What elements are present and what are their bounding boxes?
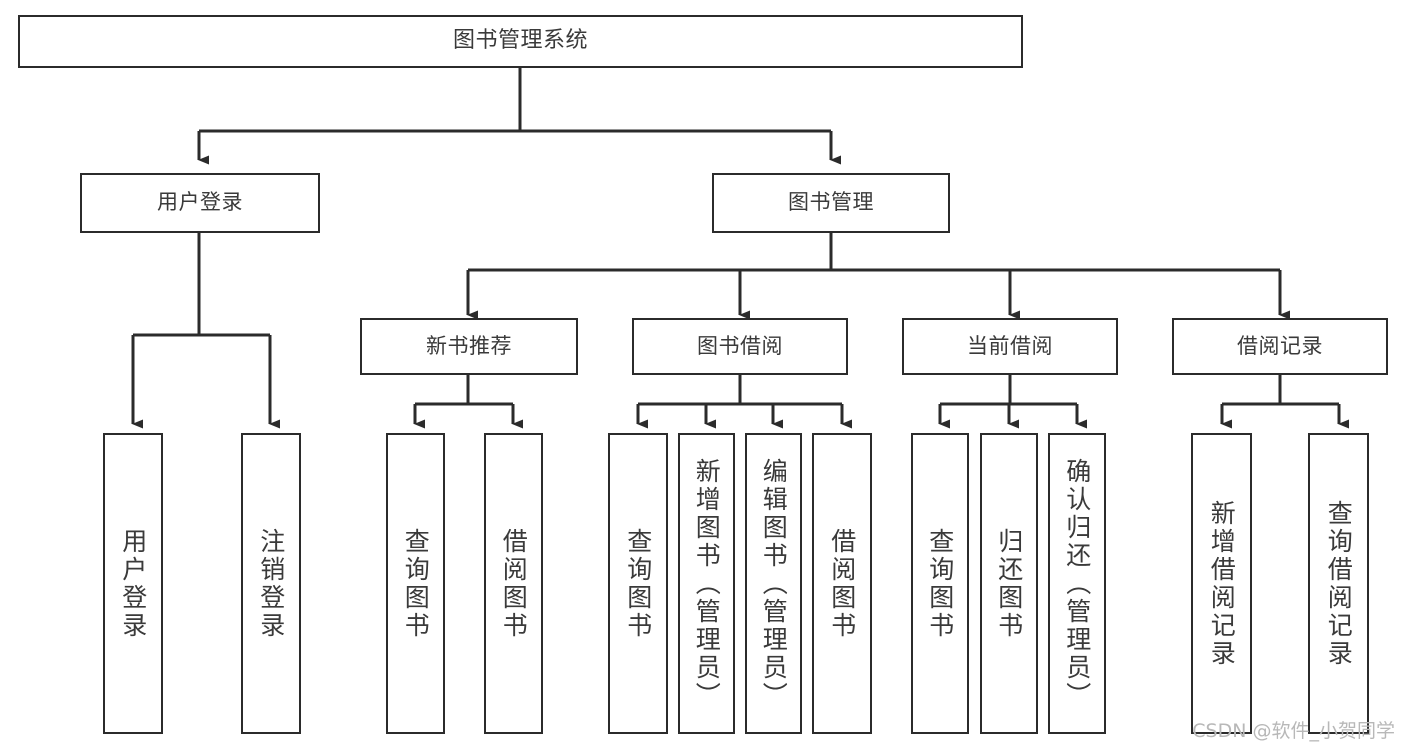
node-leaf-query-record-label: 查询借阅记录: [1324, 499, 1354, 668]
node-leaf-borrow-book-2-label: 借阅图书: [827, 527, 857, 640]
node-new-book-recommend[interactable]: 新书推荐: [360, 318, 578, 375]
node-leaf-query-book-1[interactable]: 查询图书: [386, 433, 445, 734]
node-current-borrow-label: 当前借阅: [967, 333, 1053, 358]
node-leaf-query-book-1-label: 查询图书: [401, 527, 431, 640]
node-leaf-borrow-book-2[interactable]: 借阅图书: [812, 433, 872, 734]
node-root-label: 图书管理系统: [452, 28, 588, 54]
node-leaf-confirm-return-label: 确认归还（管理员）: [1062, 457, 1092, 710]
node-book-borrow-label: 图书借阅: [697, 333, 783, 358]
node-leaf-confirm-return[interactable]: 确认归还（管理员）: [1048, 433, 1106, 734]
node-user-login[interactable]: 用户登录: [80, 173, 320, 233]
node-leaf-edit-book[interactable]: 编辑图书（管理员）: [745, 433, 802, 734]
node-root[interactable]: 图书管理系统: [18, 15, 1023, 68]
node-leaf-add-book-label: 新增图书（管理员）: [692, 457, 722, 710]
node-leaf-edit-book-label: 编辑图书（管理员）: [759, 457, 789, 710]
node-leaf-borrow-book-1[interactable]: 借阅图书: [484, 433, 543, 734]
node-leaf-query-book-3-label: 查询图书: [925, 527, 955, 640]
node-leaf-query-book-3[interactable]: 查询图书: [911, 433, 969, 734]
node-current-borrow[interactable]: 当前借阅: [902, 318, 1118, 375]
node-leaf-user-login[interactable]: 用户登录: [103, 433, 163, 734]
node-leaf-return-book-label: 归还图书: [994, 527, 1024, 640]
node-leaf-query-book-2[interactable]: 查询图书: [608, 433, 668, 734]
node-leaf-add-book[interactable]: 新增图书（管理员）: [678, 433, 735, 734]
csdn-watermark: CSDN @软件_小贺同学: [1192, 720, 1395, 742]
node-borrow-record[interactable]: 借阅记录: [1172, 318, 1388, 375]
node-leaf-borrow-book-1-label: 借阅图书: [499, 527, 529, 640]
node-leaf-return-book[interactable]: 归还图书: [980, 433, 1038, 734]
node-leaf-add-record-label: 新增借阅记录: [1207, 499, 1237, 668]
node-leaf-logout-login[interactable]: 注销登录: [241, 433, 301, 734]
node-book-management-label: 图书管理: [788, 190, 874, 215]
node-borrow-record-label: 借阅记录: [1237, 333, 1323, 358]
node-new-book-recommend-label: 新书推荐: [426, 333, 512, 358]
node-book-management[interactable]: 图书管理: [712, 173, 950, 233]
node-leaf-query-book-2-label: 查询图书: [623, 527, 653, 640]
node-leaf-query-record[interactable]: 查询借阅记录: [1308, 433, 1369, 734]
node-leaf-add-record[interactable]: 新增借阅记录: [1191, 433, 1252, 734]
node-leaf-user-login-label: 用户登录: [118, 527, 148, 640]
node-leaf-logout-login-label: 注销登录: [256, 527, 286, 640]
node-book-borrow[interactable]: 图书借阅: [632, 318, 848, 375]
node-user-login-label: 用户登录: [157, 190, 243, 215]
